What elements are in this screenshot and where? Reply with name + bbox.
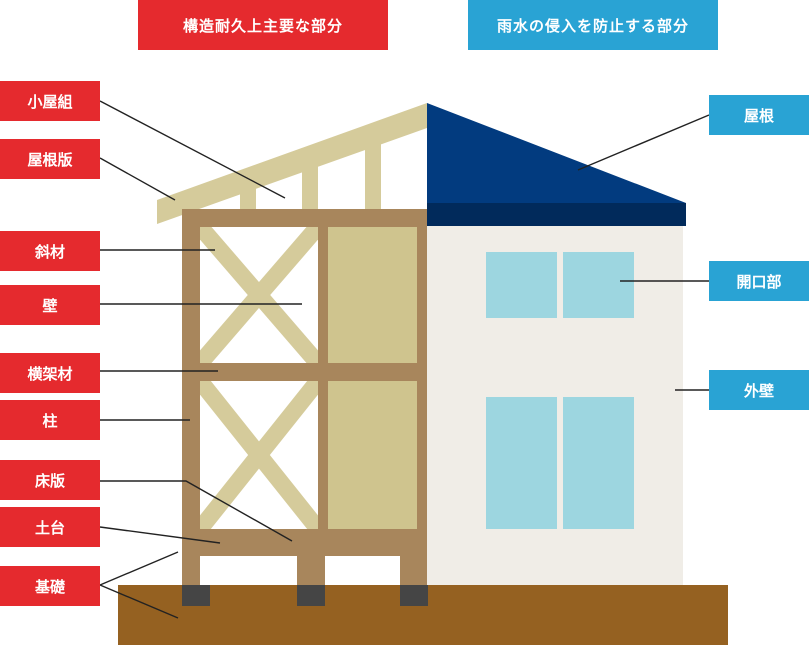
label-dodai: 土台 — [0, 507, 100, 547]
roof-blue — [427, 103, 686, 203]
label-gaiheki: 外壁 — [709, 370, 809, 410]
structural-parts-header: 構造耐久上主要な部分 — [138, 0, 388, 50]
truss-post — [302, 158, 318, 210]
leader-lines-right — [577, 114, 710, 391]
label-kaikoubu: 開口部 — [709, 261, 809, 301]
label-yane: 屋根 — [709, 95, 809, 135]
upper-window — [486, 252, 634, 318]
label-kabe: 壁 — [0, 285, 100, 325]
rainwater-parts-header: 雨水の侵入を防止する部分 — [468, 0, 718, 50]
brace-upper — [200, 227, 318, 363]
roof-slab — [157, 103, 427, 224]
truss-post — [365, 136, 381, 210]
label-kiso: 基礎 — [0, 566, 100, 606]
timber-frame — [182, 209, 427, 585]
wall-panel-upper — [328, 227, 417, 363]
label-yukaban: 床版 — [0, 460, 100, 500]
lower-window — [486, 397, 634, 529]
foundation-blocks — [182, 585, 428, 606]
truss-post — [240, 178, 256, 210]
label-yokokazai: 横架材 — [0, 353, 100, 393]
label-yaneban: 屋根版 — [0, 139, 100, 179]
wall-panel-lower — [328, 381, 417, 529]
roof-eave — [427, 203, 686, 226]
label-shazai: 斜材 — [0, 231, 100, 271]
brace-lower — [200, 381, 318, 529]
label-koyagumi: 小屋組 — [0, 81, 100, 121]
label-hashira: 柱 — [0, 400, 100, 440]
leader-lines-left — [99, 100, 302, 619]
